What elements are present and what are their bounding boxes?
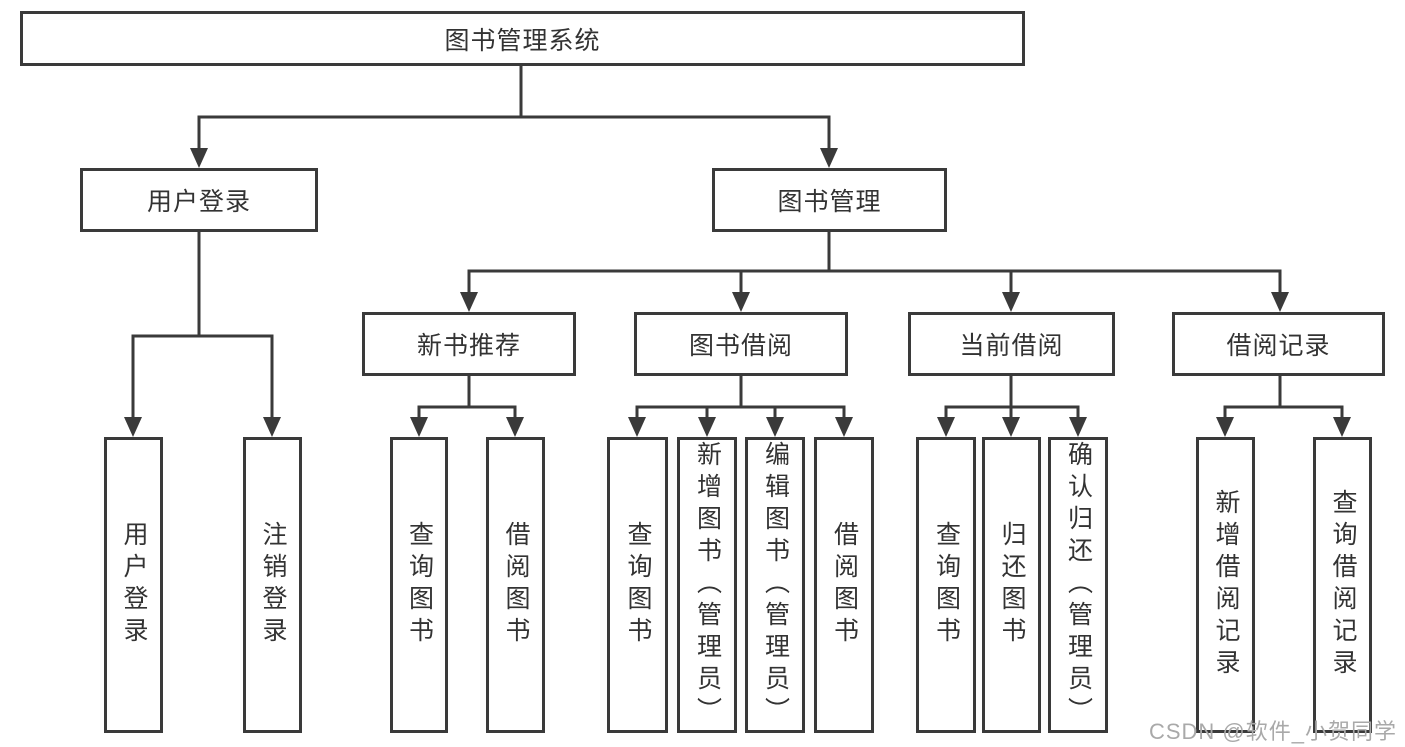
leaf-query-borrow-record-label: 查询借阅记录 (1329, 489, 1357, 681)
connector-current-borrow-children (937, 374, 1087, 437)
leaf-borrow-books-recommend: 借阅图书 (486, 437, 545, 733)
node-user-login: 用户登录 (80, 168, 318, 232)
leaf-query-books-borrow: 查询图书 (607, 437, 668, 733)
connector-new-book-recommend-children (410, 374, 524, 437)
leaf-confirm-return-admin: 确认归还（管理员） (1048, 437, 1108, 733)
leaf-return-book-label: 归还图书 (998, 521, 1026, 649)
node-current-borrow: 当前借阅 (908, 312, 1115, 376)
connector-root-to-level2 (190, 64, 838, 168)
node-borrow-records: 借阅记录 (1172, 312, 1385, 376)
leaf-return-book: 归还图书 (982, 437, 1041, 733)
leaf-add-borrow-record: 新增借阅记录 (1196, 437, 1255, 733)
connector-user-login-children (124, 230, 281, 437)
leaf-borrow-books-label: 借阅图书 (830, 521, 859, 649)
leaf-query-books-borrow-label: 查询图书 (624, 521, 652, 649)
leaf-query-books-recommend-label: 查询图书 (405, 521, 434, 649)
leaf-edit-book-admin-label: 编辑图书（管理员） (761, 441, 790, 729)
leaf-logout-label: 注销登录 (259, 521, 287, 649)
leaf-borrow-books: 借阅图书 (814, 437, 874, 733)
node-book-management: 图书管理 (712, 168, 947, 232)
node-book-borrow: 图书借阅 (634, 312, 848, 376)
leaf-query-books-current-label: 查询图书 (932, 521, 961, 649)
leaf-query-borrow-record: 查询借阅记录 (1313, 437, 1372, 733)
leaf-borrow-books-recommend-label: 借阅图书 (502, 521, 530, 649)
leaf-query-books-recommend: 查询图书 (390, 437, 448, 733)
connector-borrow-records-children (1216, 374, 1351, 437)
node-new-book-recommend: 新书推荐 (362, 312, 576, 376)
leaf-user-login: 用户登录 (104, 437, 163, 733)
connector-book-borrow-children (628, 374, 853, 437)
leaf-add-borrow-record-label: 新增借阅记录 (1212, 489, 1240, 681)
leaf-edit-book-admin: 编辑图书（管理员） (745, 437, 805, 733)
connector-book-management-to-level3 (460, 230, 1289, 312)
leaf-logout: 注销登录 (243, 437, 302, 733)
leaf-add-book-admin: 新增图书（管理员） (677, 437, 737, 733)
leaf-add-book-admin-label: 新增图书（管理员） (693, 441, 722, 729)
leaf-user-login-label: 用户登录 (120, 521, 148, 649)
watermark: CSDN @软件_小贺同学 (1148, 719, 1397, 744)
leaf-confirm-return-admin-label: 确认归还（管理员） (1064, 441, 1093, 729)
leaf-query-books-current: 查询图书 (916, 437, 976, 733)
node-root-system: 图书管理系统 (20, 11, 1025, 66)
